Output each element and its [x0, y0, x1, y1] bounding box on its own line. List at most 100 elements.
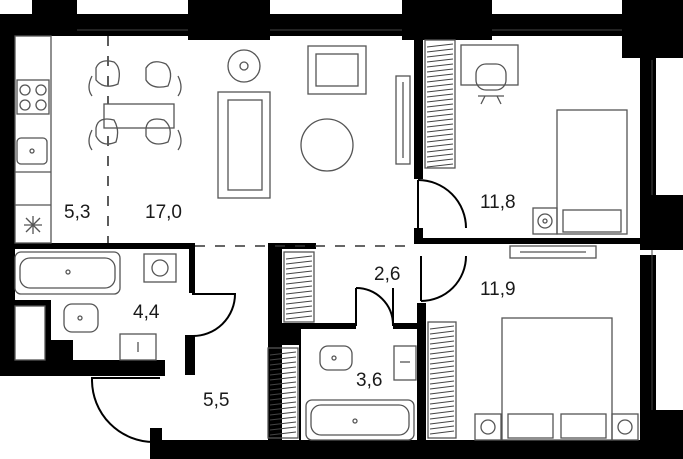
- wardrobe-hatch: [285, 310, 313, 315]
- wardrobe-hatch: [285, 260, 313, 265]
- wardrobe-hatch: [426, 78, 454, 83]
- wardrobe-hatch: [429, 395, 455, 400]
- wardrobe-hatch: [426, 138, 454, 143]
- wardrobe-hatch: [429, 430, 455, 435]
- wardrobe-hatch: [269, 376, 297, 381]
- wardrobe-hatch: [285, 280, 313, 285]
- washing-machine: [143, 253, 177, 283]
- wardrobe-hatch: [285, 300, 313, 305]
- wardrobe-hatch: [429, 355, 455, 360]
- wardrobe-hatch: [269, 381, 297, 386]
- wardrobe-hatch: [426, 103, 454, 108]
- wardrobe-hatch: [426, 68, 454, 73]
- zone-boundaries: [107, 36, 414, 247]
- wardrobe-hatch: [285, 295, 313, 300]
- area-label-corridor: 2,6: [374, 264, 400, 285]
- armchair: [307, 45, 367, 95]
- wardrobe-hatch: [426, 73, 454, 78]
- wardrobe-hatch: [269, 386, 297, 391]
- area-label-bedroom-bottom: 11,9: [480, 279, 516, 300]
- wardrobe-hatch: [285, 255, 313, 260]
- area-label-bedroom-top: 11,8: [480, 192, 516, 213]
- wardrobe-hatch: [426, 58, 454, 63]
- sofa: [217, 91, 271, 199]
- wardrobe-hatch: [429, 425, 455, 430]
- wardrobe-hatch: [285, 270, 313, 275]
- nightstand: [532, 207, 558, 235]
- wardrobe-hatch: [269, 396, 297, 401]
- wardrobe-hatch: [429, 335, 455, 340]
- tv-unit: [395, 75, 411, 165]
- wardrobe-hatch: [426, 48, 454, 53]
- toilet-center: [319, 345, 353, 371]
- wardrobe-hatch: [426, 128, 454, 133]
- wardrobe-hatch: [426, 83, 454, 88]
- area-label-bathroom-center: 3,6: [356, 370, 382, 391]
- sink-center: [393, 345, 417, 381]
- wardrobe-hatch: [269, 406, 297, 411]
- wardrobe-hatch: [269, 401, 297, 406]
- wardrobe-hatch: [429, 390, 455, 395]
- wardrobes: [267, 39, 457, 439]
- wardrobe-hatch: [426, 63, 454, 68]
- wardrobe-hatch: [285, 285, 313, 290]
- wardrobe-hatch: [269, 356, 297, 361]
- wardrobe-hatch: [269, 431, 297, 436]
- wardrobe-hatch: [285, 305, 313, 310]
- wardrobe-hatch: [429, 375, 455, 380]
- wardrobe-hatch: [429, 365, 455, 370]
- desk: [460, 44, 519, 105]
- wardrobe-hatch: [429, 345, 455, 350]
- wardrobe-hatch: [426, 158, 454, 163]
- wardrobe-hatch: [285, 290, 313, 295]
- wardrobe-hatch: [429, 405, 455, 410]
- bathtub-left: [14, 251, 121, 295]
- floor-lamp: [227, 49, 261, 83]
- wardrobe-hatch: [426, 113, 454, 118]
- wardrobe-hatch: [429, 330, 455, 335]
- wardrobe-hatch: [429, 360, 455, 365]
- area-label-kitchen: 5,3: [64, 202, 90, 223]
- bathtub-center: [305, 399, 415, 441]
- wardrobe-hatch: [269, 391, 297, 396]
- wardrobe-hatch: [426, 148, 454, 153]
- wardrobe-hatch: [426, 143, 454, 148]
- wardrobe-hatch: [269, 351, 297, 356]
- wardrobe-hatch: [269, 416, 297, 421]
- wardrobe-hatch: [426, 88, 454, 93]
- wardrobe-hatch: [285, 275, 313, 280]
- wardrobe-hatch: [429, 420, 455, 425]
- wardrobe-hatch: [269, 366, 297, 371]
- wardrobe-hatch: [269, 426, 297, 431]
- area-label-living: 17,0: [145, 202, 182, 223]
- wardrobe-hatch: [429, 415, 455, 420]
- windows: [77, 29, 653, 410]
- wardrobe-hatch: [269, 411, 297, 416]
- wardrobe-hatch: [426, 133, 454, 138]
- wardrobe-hatch: [426, 53, 454, 58]
- wardrobe-hatch: [426, 118, 454, 123]
- wardrobe-hatch: [285, 265, 313, 270]
- wardrobe-hatch: [426, 108, 454, 113]
- wardrobe-hatch: [426, 43, 454, 48]
- bed-double: [474, 317, 639, 441]
- wardrobe-hatch: [285, 315, 313, 320]
- shower-tray: [14, 305, 46, 361]
- kitchen-counter: [14, 35, 52, 244]
- wardrobe-hatch: [426, 123, 454, 128]
- wardrobe-hatch: [426, 98, 454, 103]
- wardrobe-hatch: [269, 361, 297, 366]
- ventilation-icon: [24, 216, 42, 234]
- wardrobe-hatch: [269, 421, 297, 426]
- wardrobe-hatch: [426, 163, 454, 168]
- wardrobe-hatch: [429, 340, 455, 345]
- area-label-hall: 5,5: [203, 390, 229, 411]
- wardrobe-hatch: [426, 153, 454, 158]
- sink-left: [119, 333, 157, 361]
- wardrobe-hatch: [269, 371, 297, 376]
- toilet-left: [63, 303, 99, 333]
- dining-table: [88, 60, 182, 151]
- wardrobe-hatch: [429, 380, 455, 385]
- area-label-bathroom-left: 4,4: [133, 302, 160, 323]
